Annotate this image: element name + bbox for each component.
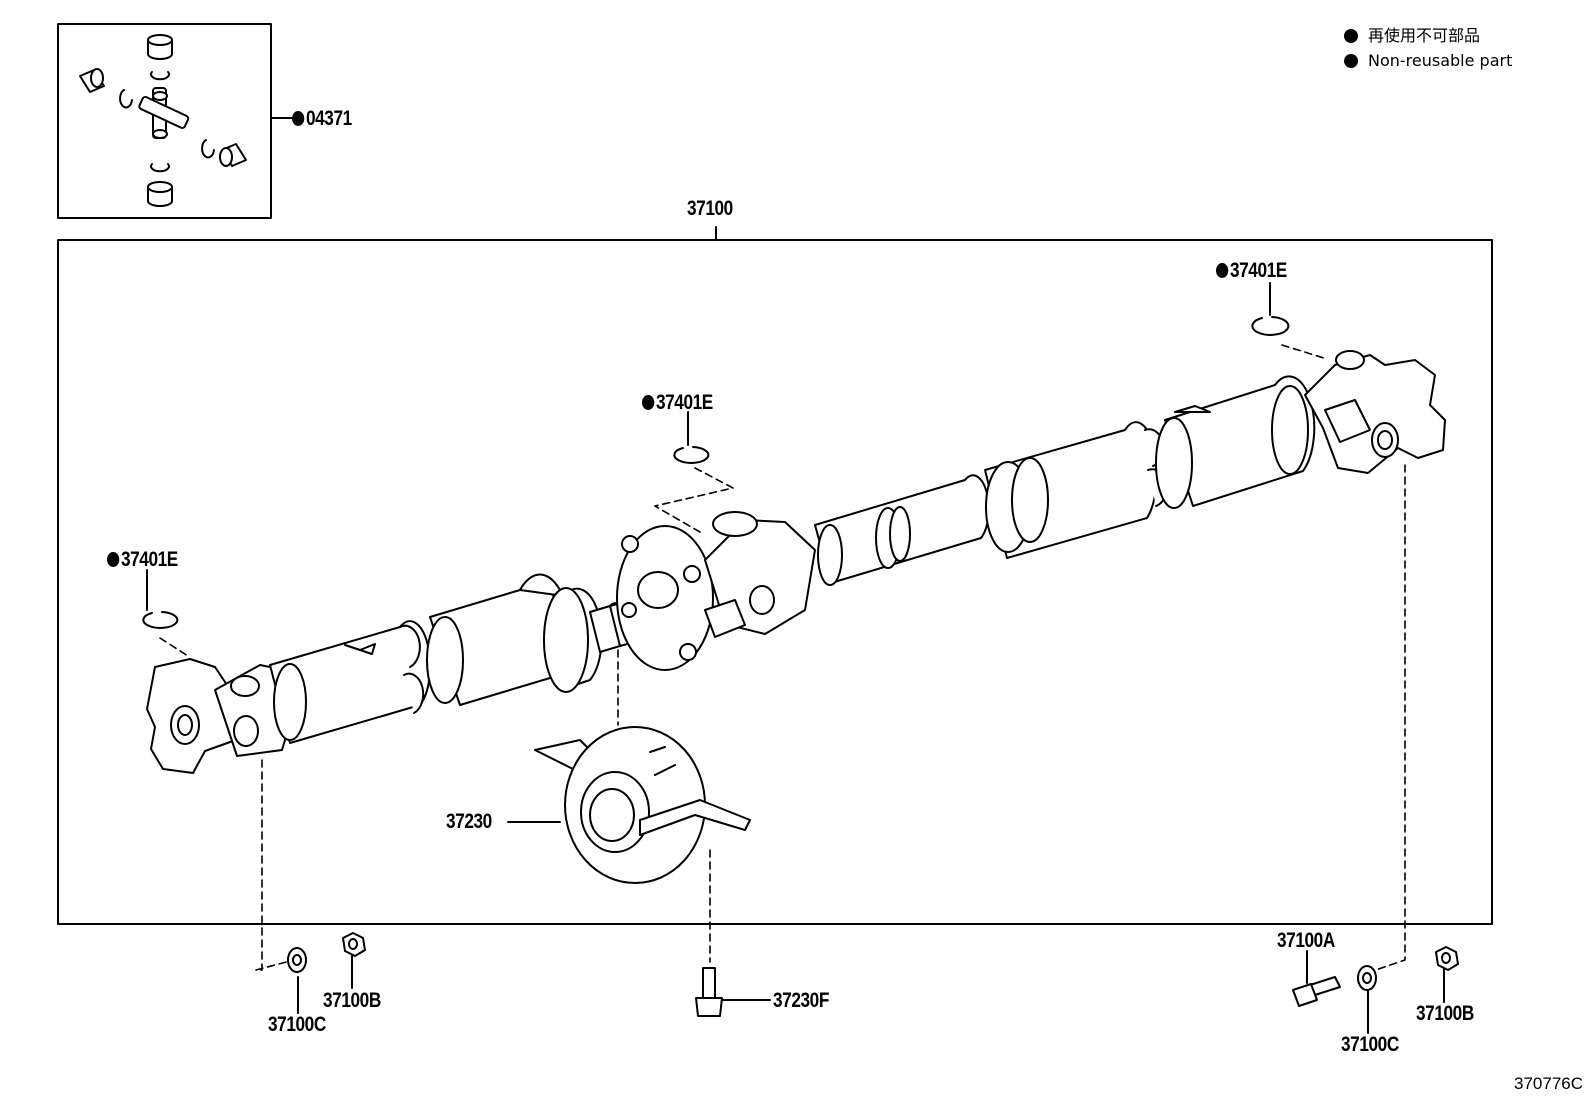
leader-lines	[146, 282, 1445, 1034]
callout-snap-ring-right: 37401E	[1216, 260, 1287, 281]
callout-bolt-right: 37100A	[1277, 929, 1335, 952]
legend: 再使用不可部品 Non-reusable part	[1344, 28, 1512, 69]
assembly-frame	[57, 226, 1493, 925]
diagram-id: 370776C	[1514, 1074, 1584, 1093]
propeller-shaft	[146, 350, 1446, 774]
callout-bolt-center: 37230F	[773, 989, 829, 1012]
center-bearing	[534, 726, 751, 884]
non-reusable-dot-icon	[1216, 263, 1229, 278]
non-reusable-dot-icon	[642, 395, 655, 410]
callout-nut-right: 37100B	[1416, 1002, 1474, 1025]
legend-item-en: Non-reusable part	[1344, 53, 1512, 69]
legend-item-jp: 再使用不可部品	[1344, 28, 1512, 44]
snap-ring-icon	[142, 316, 1290, 629]
dashed-guides	[159, 344, 1406, 974]
legend-label-en: Non-reusable part	[1368, 51, 1513, 70]
callout-snap-ring-center: 37401E	[642, 392, 713, 413]
spider-cross-icon	[138, 87, 190, 139]
washer-icon	[287, 947, 1377, 991]
universal-joint-kit-inset	[57, 23, 293, 219]
callout-washer-right: 37100C	[1341, 1033, 1399, 1056]
legend-label-jp: 再使用不可部品	[1368, 26, 1481, 45]
callout-snap-ring-left: 37401E	[107, 549, 178, 570]
nut-icon	[342, 932, 1459, 971]
callout-kit: 04371	[292, 108, 352, 129]
non-reusable-dot-icon	[1344, 29, 1358, 43]
callout-nut-left: 37100B	[323, 989, 381, 1012]
callout-assembly: 37100	[687, 197, 733, 220]
bearing-cap-icon	[79, 34, 247, 207]
non-reusable-dot-icon	[1344, 54, 1358, 68]
non-reusable-dot-icon	[107, 552, 120, 567]
non-reusable-dot-icon	[292, 111, 305, 126]
snap-ring-icon	[119, 71, 215, 173]
bolt-icon	[695, 967, 1341, 1017]
callout-center-bearing: 37230	[446, 810, 492, 833]
callout-washer-left: 37100C	[268, 1013, 326, 1036]
